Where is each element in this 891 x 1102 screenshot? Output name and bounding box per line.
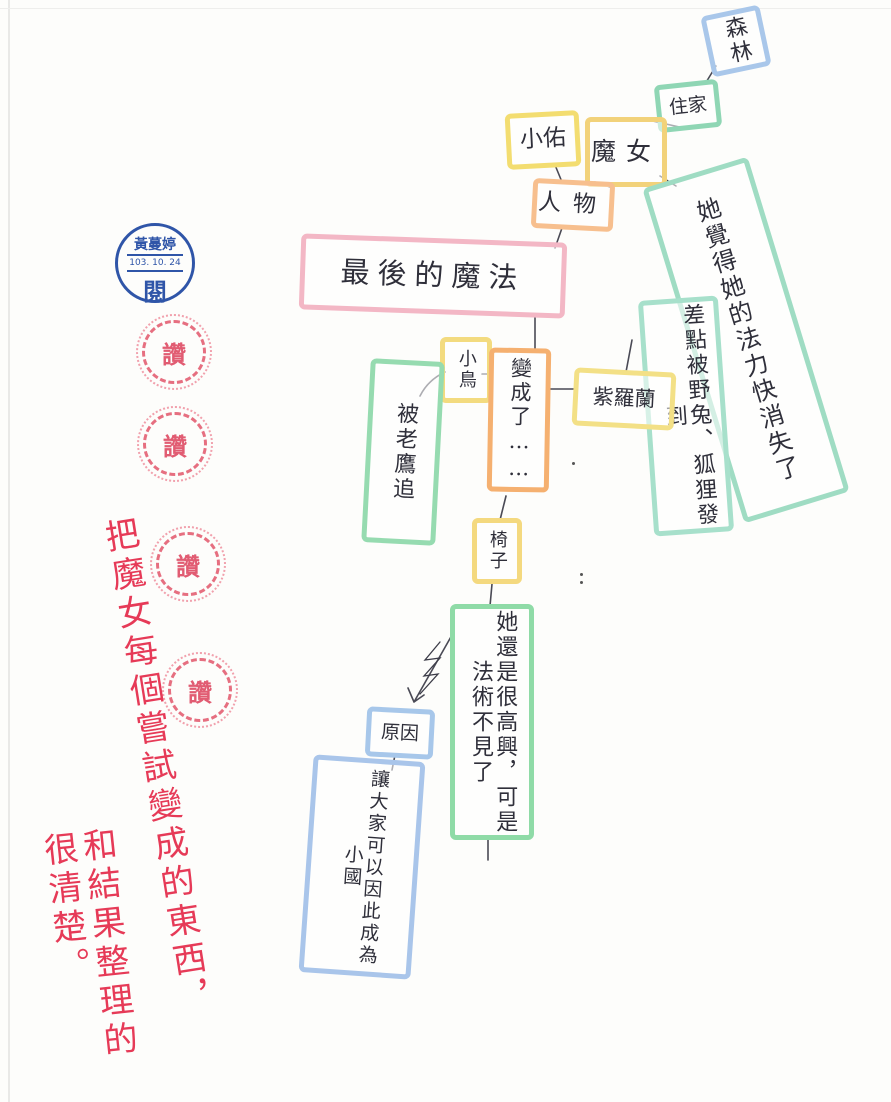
node-became: 變成了…… [486, 347, 552, 493]
praise-stamp: 讚 [136, 314, 212, 390]
node-still-happy: 她還是很高興，可是法術不見了 [450, 604, 534, 840]
node-xiaoyou: 小佑 [504, 110, 582, 170]
praise-stamp: 讚 [137, 406, 213, 482]
praise-stamp: 讚 [150, 526, 226, 602]
praise-stamp: 讚 [162, 652, 238, 728]
node-little-bird: 小鳥 [440, 337, 492, 403]
connector-become-chair [499, 495, 507, 521]
pencil-dot [572, 462, 575, 465]
node-witch: 魔女 [585, 117, 667, 187]
node-chair: 椅子 [472, 518, 522, 584]
stamp-teacher-name: 黃蔓婷 [134, 237, 176, 253]
node-characters: 人物 [530, 177, 616, 233]
mindmap-title: 最後的魔法 [298, 233, 568, 319]
paper-top-edge [0, 8, 891, 9]
node-forest: 森林 [700, 4, 772, 78]
connector-violet-fox [625, 339, 633, 373]
node-chased-by-eagle: 被老鷹追 [361, 358, 445, 546]
pencil-dot [580, 573, 583, 576]
paper-left-edge [8, 0, 10, 1102]
teacher-read-stamp: 黃蔓婷 103. 10. 24 閱 [115, 223, 195, 306]
node-violet: 紫羅蘭 [571, 367, 677, 431]
node-made-peace: 讓大家可以因此成為小國 [298, 754, 426, 980]
stamp-date: 103. 10. 24 [127, 254, 183, 272]
pencil-dot [580, 581, 583, 584]
node-reason: 原因 [364, 706, 436, 760]
connector-happy-reason-arrow [407, 634, 453, 703]
arrow-zigzag [419, 641, 442, 695]
connector-chair-happy [489, 583, 493, 607]
stamp-read-mark: 閱 [143, 277, 167, 306]
